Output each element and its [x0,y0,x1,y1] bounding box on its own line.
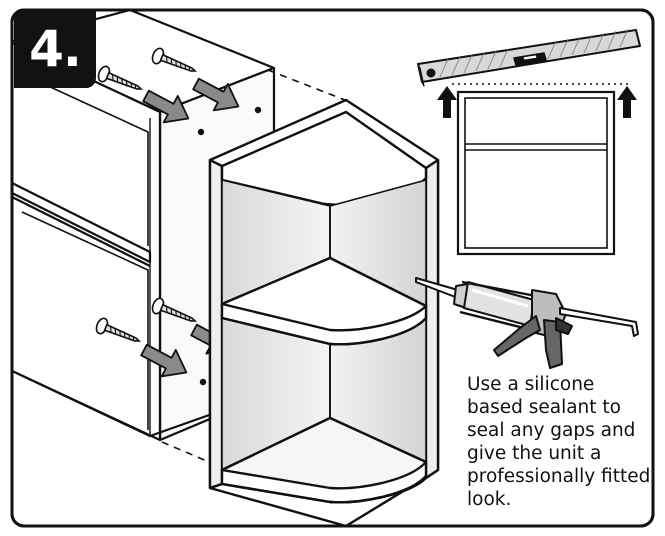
instruction-text: Use a silicone based sealant to seal any… [467,373,657,511]
instruction-line: give the unit a [467,443,602,464]
alignment-guides [161,69,351,471]
corner-shelf-unit [208,98,440,526]
caulking-gun-icon [415,277,639,369]
up-arrow-icon [437,86,637,118]
instruction-line: based sealant to [467,397,621,418]
instruction-line: seal any gaps and [467,420,636,441]
cabinet-front-view [456,90,616,256]
step-number-badge: 4. [14,10,96,88]
screw-icon [95,47,198,342]
spirit-level-icon [417,28,641,87]
instruction-line: look. [467,489,512,510]
instruction-line: Use a silicone [467,374,595,395]
instruction-line: professionally fitted [467,466,651,487]
